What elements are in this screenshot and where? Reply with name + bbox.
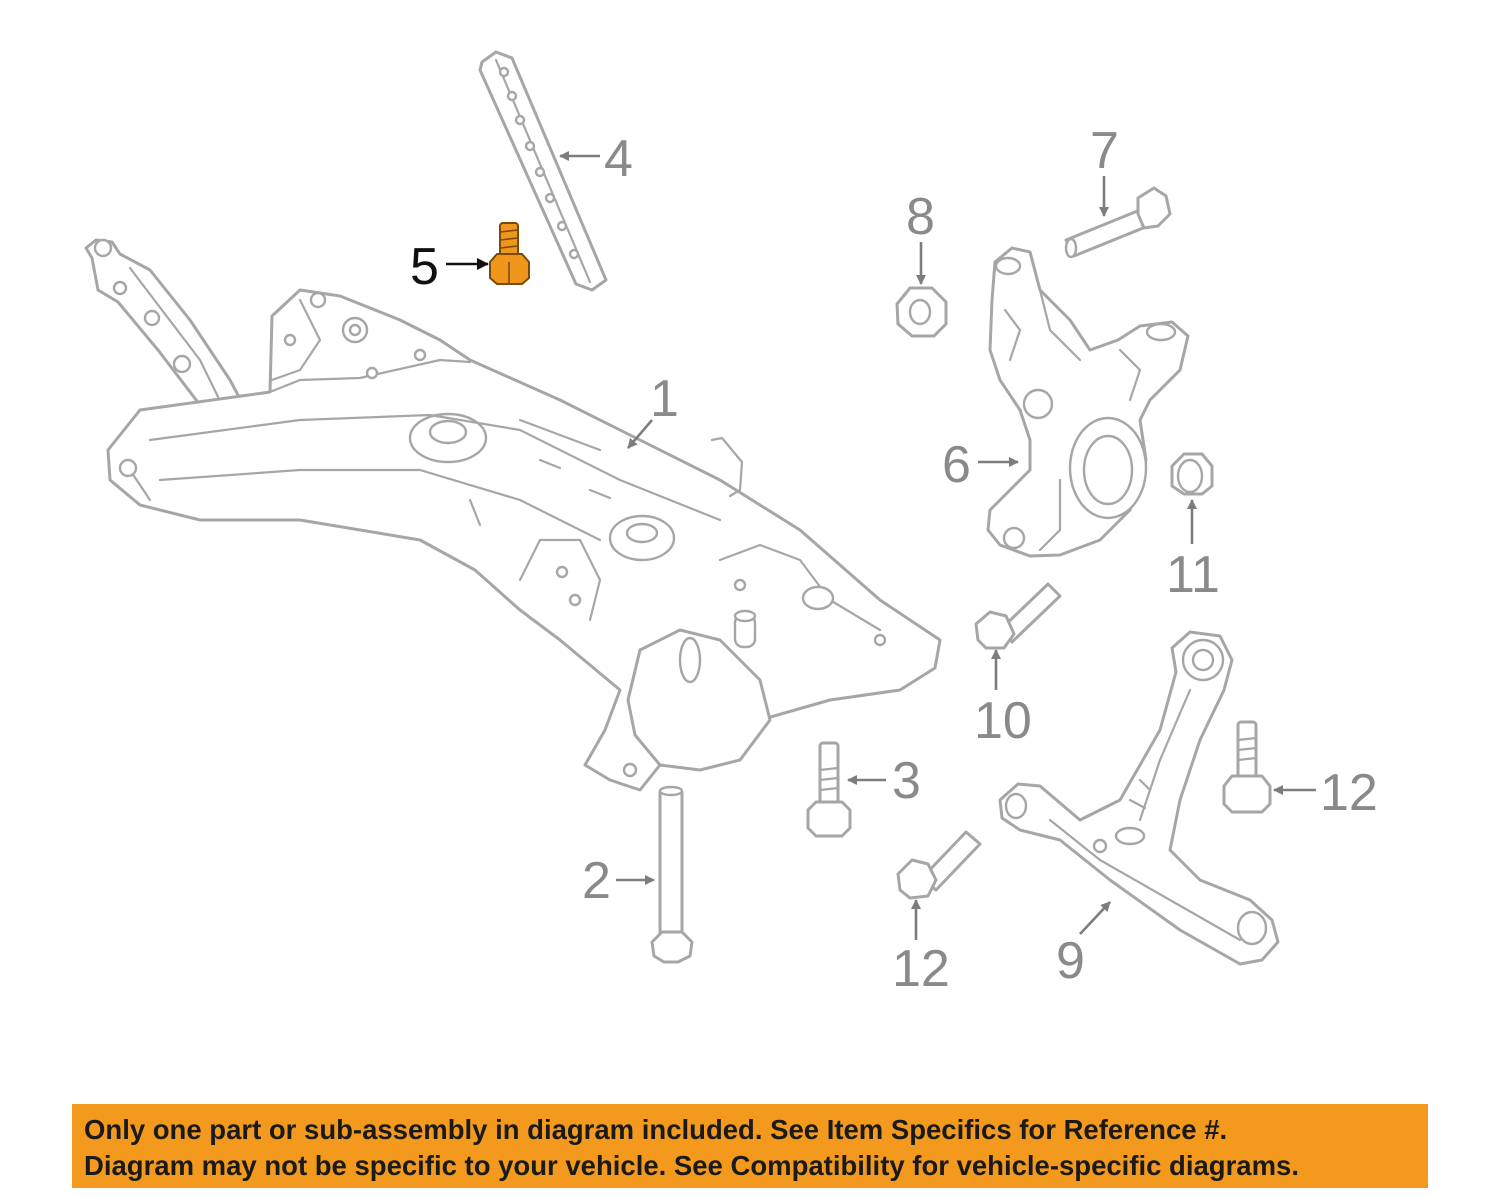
- callout-6: 6: [942, 436, 1019, 494]
- callout-5: 5: [410, 238, 489, 296]
- callout-9: 9: [1056, 901, 1111, 990]
- nut-part-11: [1170, 452, 1214, 496]
- svg-text:1: 1: [650, 370, 679, 428]
- bolt-part-10: [974, 582, 1062, 650]
- callout-4: 4: [559, 130, 633, 188]
- disclaimer-banner: Only one part or sub-assembly in diagram…: [72, 1104, 1428, 1188]
- bolt-part-12-right: [1222, 720, 1272, 814]
- svg-text:5: 5: [410, 238, 439, 296]
- callout-8: 8: [906, 188, 935, 285]
- callout-1: 1: [627, 370, 679, 449]
- exploded-parts-diagram: 1 2 3 4 5 6 7 8 9 10 11 12: [84, 50, 1378, 998]
- lower-control-arm-part-9: [998, 630, 1280, 966]
- disclaimer-line-1: Only one part or sub-assembly in diagram…: [84, 1114, 1228, 1145]
- svg-text:12: 12: [1320, 764, 1378, 822]
- svg-text:4: 4: [604, 130, 633, 188]
- svg-text:7: 7: [1090, 122, 1119, 180]
- svg-text:11: 11: [1166, 546, 1220, 604]
- callout-3: 3: [847, 752, 921, 810]
- callout-10: 10: [974, 649, 1032, 750]
- bolt-part-3: [806, 741, 852, 838]
- reinforcement-bar-part-4: [478, 50, 608, 292]
- nut-part-8: [895, 286, 948, 338]
- crossmember-part-1: [84, 238, 942, 792]
- svg-text:9: 9: [1056, 932, 1085, 990]
- bolt-part-12-left: [896, 830, 982, 900]
- svg-text:8: 8: [906, 188, 935, 246]
- svg-text:10: 10: [974, 692, 1032, 750]
- svg-text:12: 12: [892, 940, 950, 998]
- steering-knuckle-part-6: [986, 246, 1190, 558]
- callout-12-right: 12: [1273, 764, 1378, 822]
- disclaimer-line-2: Diagram may not be specific to your vehi…: [84, 1150, 1299, 1181]
- callout-11: 11: [1166, 499, 1220, 604]
- callout-7: 7: [1090, 122, 1119, 217]
- callout-2: 2: [582, 852, 655, 910]
- svg-text:6: 6: [942, 436, 971, 494]
- bolt-part-5-highlighted: [489, 222, 530, 285]
- bolt-part-7: [1064, 186, 1172, 259]
- callout-12-left: 12: [892, 899, 950, 998]
- long-bolt-part-2: [650, 785, 694, 964]
- svg-text:2: 2: [582, 852, 611, 910]
- svg-text:3: 3: [892, 752, 921, 810]
